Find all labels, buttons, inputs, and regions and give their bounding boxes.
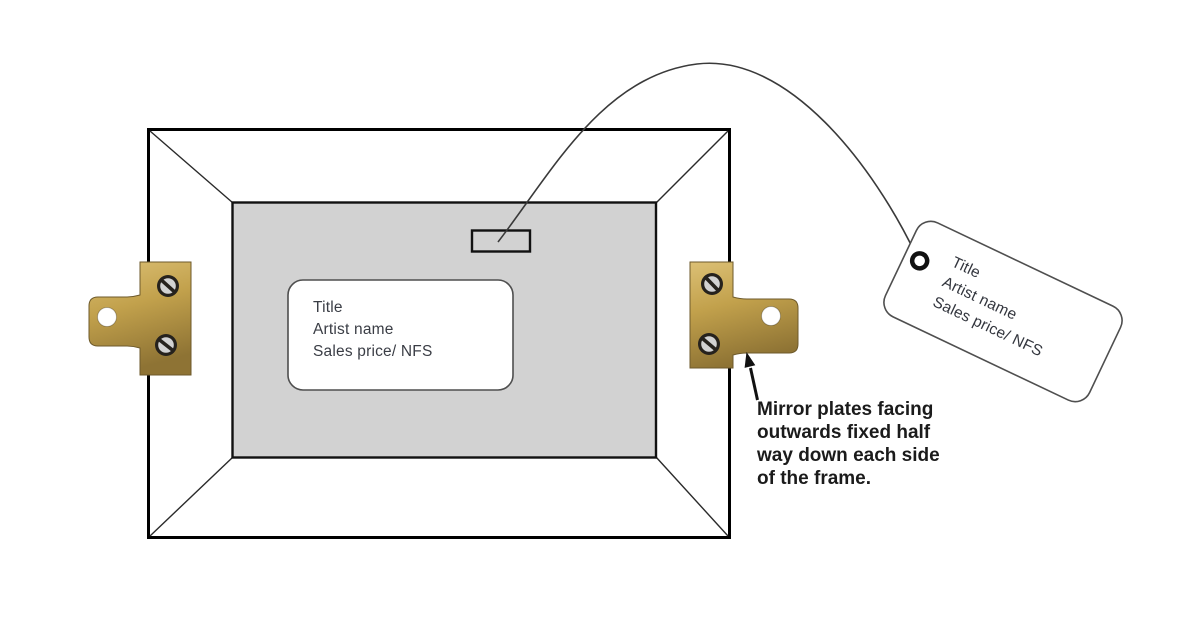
screw-icon [701, 273, 723, 295]
swing-tag-card [883, 220, 1123, 403]
hanger-bracket [470, 229, 532, 253]
screw-icon [155, 334, 177, 356]
artwork-label-artist: Artist name [313, 321, 394, 338]
mirror-plate-right [689, 261, 799, 369]
annotation-line-1: Mirror plates facing [757, 399, 933, 420]
mitre-line-bottom-left [149, 456, 234, 537]
annotation-line-3: way down each side [756, 445, 940, 466]
annotation: Mirror plates facing outwards fixed half… [756, 399, 940, 489]
artwork-label-price: Sales price/ NFS [313, 343, 433, 360]
annotation-line-2: outwards fixed half [757, 422, 931, 443]
mitre-line-top-right [655, 130, 729, 204]
swing-tag-hole [909, 251, 930, 271]
mirror-plate-left [88, 261, 192, 376]
annotation-line-4: of the frame. [757, 468, 871, 489]
mirror-plate-right-hole [761, 306, 781, 326]
artwork-label-title: Title [313, 299, 343, 316]
screw-icon [698, 333, 720, 355]
artwork-label-card [287, 279, 514, 391]
mitre-line-bottom-right [655, 456, 729, 537]
annotation-arrow [744, 352, 759, 401]
arrowhead-icon [744, 352, 756, 368]
mitre-line-top-left [149, 130, 234, 204]
artwork-label: Title Artist name Sales price/ NFS [287, 279, 514, 391]
swing-tag: Title Artist name Sales price/ NFS [883, 220, 1123, 403]
hanging-string [497, 62, 918, 258]
mirror-plate-left-hole [97, 307, 117, 327]
screw-icon [157, 275, 179, 297]
